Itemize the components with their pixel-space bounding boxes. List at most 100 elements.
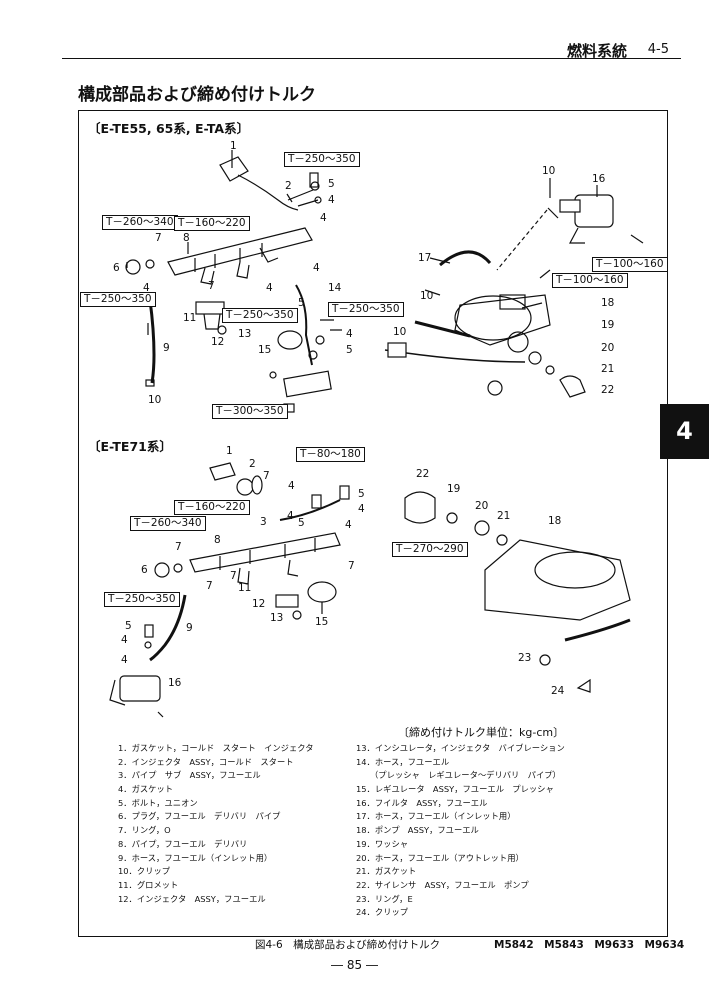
bottom-inlet-hose: [149, 594, 187, 662]
top-clip: [547, 207, 559, 219]
callout: 7: [206, 580, 213, 592]
callout: 16: [168, 677, 182, 689]
torque-box: T－100～160: [592, 257, 668, 272]
callout: 11: [238, 582, 252, 594]
callout: 8: [183, 232, 190, 244]
top-fuel-pump: [454, 294, 551, 353]
callout: 6: [141, 564, 148, 576]
torque-box: T－250～350: [328, 302, 404, 317]
bottom-cold-start-injector: [209, 462, 341, 521]
chapter-tab: 4: [660, 404, 709, 459]
legend-item: 19．ワッシャ: [356, 838, 409, 849]
bottom-clip: [576, 678, 591, 693]
callout: 7: [155, 232, 162, 244]
torque-box: T－250～350: [222, 308, 298, 323]
legend-item: 1．ガスケット，コールド スタート インジェクタ: [118, 743, 314, 753]
callout: 4: [320, 212, 327, 224]
callout: 7: [175, 541, 182, 553]
callout: 9: [163, 342, 170, 354]
callout: 13: [238, 328, 252, 340]
bottom-fuel-filter: [109, 675, 164, 718]
section-label-top: 〔E-TE55, 65系, E-TA系〕: [88, 121, 250, 136]
legend-item: 4．ガスケット: [118, 784, 174, 795]
section-label-bottom: 〔E-TE71系〕: [88, 439, 172, 454]
callout: 9: [186, 622, 193, 634]
top-cold-start-injector: [219, 156, 322, 211]
legend-item: 14．ホース，フユーエル: [356, 756, 450, 767]
torque-unit-note: 〔締め付けトルク単位：kg-cm〕: [398, 726, 565, 739]
callout: 15: [258, 344, 272, 356]
header-rule: [62, 58, 681, 59]
bottom-gasket: [496, 534, 508, 546]
torque-box: T－250～350: [284, 152, 360, 167]
callout: 10: [148, 394, 162, 406]
torque-box: T－100～160: [552, 273, 628, 288]
top-silencer: [559, 375, 586, 398]
callout: 4: [313, 262, 320, 274]
callout: 5: [328, 178, 335, 190]
legend-item: 16．フイルタ ASSY，フユーエル: [356, 797, 488, 808]
legend-item: 8．パイプ，フユーエル デリバリ: [118, 838, 248, 849]
legend-item: 17．ホース，フユーエル（インレット用）: [356, 811, 516, 822]
legend-item: 24．クリップ: [356, 907, 409, 918]
callout: 15: [315, 616, 329, 628]
callout: 1: [230, 140, 237, 152]
callout: 22: [416, 468, 430, 480]
model-codes: M5842 M5843 M9633 M9634: [494, 939, 685, 951]
bottom-pressure-regulator: [307, 581, 337, 614]
torque-box: T－250～350: [104, 592, 180, 607]
page-title: 構成部品および締め付けトルク: [78, 85, 316, 105]
callout: 22: [601, 384, 615, 396]
bottom-fuel-injector: [275, 594, 302, 620]
top-grommet: [487, 380, 503, 396]
legend-item: （プレッシャ レギユレータ～デリバリ パイプ）: [370, 770, 561, 781]
callout: 4: [266, 282, 273, 294]
callout: 10: [420, 290, 434, 302]
callout: 4: [287, 510, 294, 522]
legend-item: 13．インシユレータ，インジェクタ バイブレーション: [356, 743, 565, 753]
callout: 21: [497, 510, 511, 522]
top-inlet-hose: [148, 299, 156, 384]
page-header-number: 4-5: [647, 42, 669, 57]
callout: 7: [208, 280, 215, 292]
bottom-e-ring: [539, 654, 551, 666]
top-plug: [125, 259, 141, 275]
callout: 2: [249, 458, 256, 470]
callout: 12: [252, 598, 266, 610]
legend-item: 22．サイレンサ ASSY，フユーエル ポンプ: [356, 879, 529, 890]
torque-box: T－260～340: [102, 215, 178, 230]
callout: 19: [447, 483, 461, 495]
legend-item: 3．パイプ サブ ASSY，フユーエル: [118, 770, 261, 781]
parts-legend-right: 13．インシユレータ，インジェクタ バイブレーション 14．ホース，フユーエル …: [356, 742, 565, 920]
top-inlet-hose-17: [439, 250, 492, 267]
callout: 23: [518, 652, 532, 664]
callout: 11: [183, 312, 197, 324]
callout: 5: [298, 517, 305, 529]
callout: 4: [121, 634, 128, 646]
callout: 20: [601, 342, 615, 354]
torque-box: T－80～180: [296, 447, 365, 462]
callout: 4: [121, 654, 128, 666]
top-fuel-filter: [559, 194, 644, 244]
callout: 4: [358, 503, 365, 515]
top-union-bolt-1: [309, 172, 319, 188]
callout: 18: [548, 515, 562, 527]
callout: 4: [345, 519, 352, 531]
page-number: ― 85 ―: [331, 958, 378, 972]
legend-item: 6．プラグ，フユーエル デリバリ パイプ: [118, 811, 281, 822]
callout: 1: [226, 445, 233, 457]
callout: 6: [113, 262, 120, 274]
callout: 13: [270, 612, 284, 624]
legend-item: 18．ポンプ ASSY，フユーエル: [356, 825, 479, 836]
bottom-delivery-pipe: [189, 532, 341, 585]
legend-item: 7．リング，O: [118, 825, 171, 836]
bottom-plug: [154, 562, 170, 578]
bottom-fuel-pump: [484, 539, 631, 642]
diagram-frame: [78, 110, 668, 937]
bottom-silencer: [404, 491, 436, 524]
legend-item: 9．ホース，フユーエル（インレット用）: [118, 852, 273, 863]
callout: 14: [328, 282, 342, 294]
figure-caption: 図4-6 構成部品および締め付けトルク: [255, 939, 441, 951]
bottom-washer: [446, 512, 458, 524]
callout: 12: [211, 336, 225, 348]
